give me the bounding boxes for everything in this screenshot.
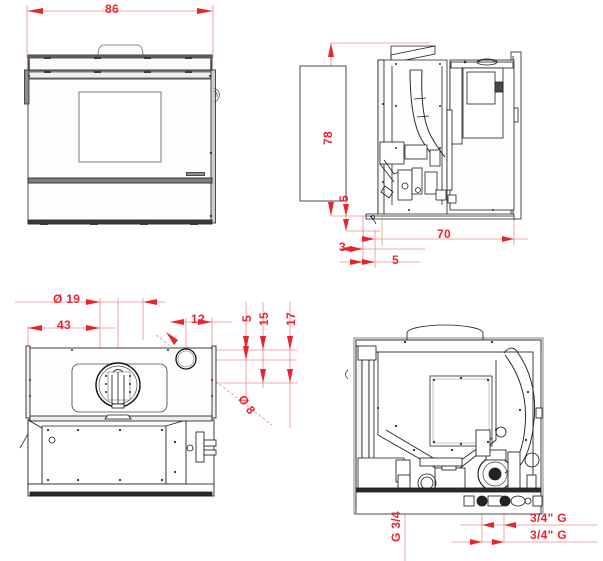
top-fasteners: [29, 349, 213, 482]
dim-side-base-height: 5: [337, 195, 351, 202]
dim-front-width: 86: [105, 2, 119, 16]
door-handle-icon: [213, 87, 220, 103]
side-view: 78 5 3 5 70: [299, 0, 603, 280]
front-view: 86: [0, 0, 300, 280]
top-dimension-arrows: [28, 299, 293, 383]
dim-top-diameter-19: Ø 19: [53, 292, 81, 306]
dim-top-43: 43: [57, 318, 71, 332]
top-body-outline: [19, 345, 217, 497]
side-body-outline: [299, 45, 522, 225]
dim-top-15: 15: [257, 312, 271, 326]
front-body-outline: [24, 44, 216, 225]
rear-body-outline: [345, 324, 544, 515]
side-fasteners: [382, 60, 494, 211]
dim-rear-g34-left: G 3/4: [389, 511, 403, 542]
dim-side-offset-3: 3: [339, 240, 346, 254]
side-view-graphic: [299, 42, 528, 268]
dim-top-17: 17: [284, 312, 298, 326]
rear-view: G 3/4 3/4" G 3/4" G: [300, 280, 603, 561]
front-fasteners: [27, 57, 213, 225]
dim-rear-g34-right-1: 3/4" G: [530, 511, 567, 525]
rear-fasteners: [376, 340, 530, 492]
dim-rear-g34-right-2: 3/4" G: [530, 528, 567, 542]
top-view-graphic: [15, 298, 297, 497]
top-view: Ø 19 43 12 5 15 17 Ø 8: [0, 280, 303, 561]
dim-side-height: 78: [321, 131, 335, 145]
side-dimension-arrows: [328, 43, 514, 265]
rear-view-graphic: [345, 324, 597, 561]
dim-top-12: 12: [191, 312, 205, 326]
front-dimension-lines: [26, 5, 214, 58]
dim-side-depth: 70: [437, 227, 451, 241]
front-view-graphic: [24, 5, 220, 225]
dim-top-5: 5: [240, 315, 254, 322]
dim-side-offset-5: 5: [392, 253, 399, 267]
front-dimension-arrows: [27, 8, 213, 14]
